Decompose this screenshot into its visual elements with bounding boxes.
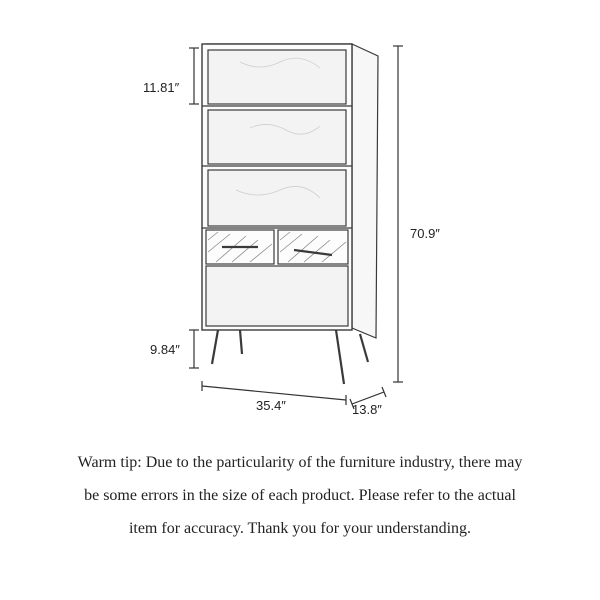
- drawer-left: [205, 229, 275, 265]
- warm-tip-notice: Warm tip: Due to the particularity of th…: [8, 446, 592, 545]
- leg-height-label: 9.84″: [150, 342, 180, 357]
- drawer-right: [277, 229, 349, 265]
- shelf-compartments: [202, 49, 352, 229]
- warm-tip-line-2: be some errors in the size of each produ…: [84, 487, 516, 504]
- top-shelf-height-label: 11.81″: [143, 80, 180, 95]
- bottom-cabinet: [205, 265, 349, 327]
- cabinet-legs: [210, 329, 370, 385]
- warm-tip-line-1: Warm tip: Due to the particularity of th…: [77, 454, 523, 471]
- dimension-lines: [189, 45, 403, 410]
- width-label: 35.4″: [256, 398, 286, 413]
- warm-tip-line-3: item for accuracy. Thank you for your un…: [128, 520, 472, 537]
- depth-label: 13.8″: [352, 402, 382, 417]
- bookshelf-cabinet-drawing: [189, 43, 403, 410]
- total-height-label: 70.9″: [410, 226, 440, 241]
